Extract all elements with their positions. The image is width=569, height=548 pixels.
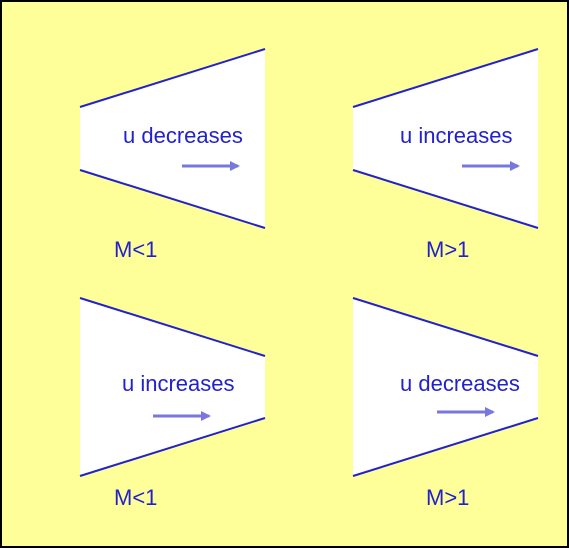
- duct-wall-top: [79, 48, 266, 108]
- velocity-caption: u decreases: [400, 371, 520, 396]
- mach-label: M>1: [426, 237, 469, 262]
- duct-wall-top: [352, 48, 539, 108]
- duct-wall-top: [79, 297, 266, 357]
- duct-wall-bottom: [352, 169, 539, 229]
- mach-label: M>1: [426, 485, 469, 510]
- duct-diverging-supersonic: [353, 49, 538, 228]
- velocity-caption: u decreases: [123, 123, 243, 148]
- duct-wall-bottom: [79, 417, 266, 477]
- panel-diverging-supersonic: u increases M>1: [352, 48, 539, 262]
- panel-diverging-subsonic: u decreases M<1: [79, 48, 266, 262]
- mach-label: M<1: [114, 485, 157, 510]
- velocity-caption: u increases: [122, 371, 235, 396]
- duct-wall-bottom: [352, 417, 539, 477]
- panel-converging-supersonic: u decreases M>1: [352, 297, 539, 510]
- mach-label: M<1: [114, 237, 157, 262]
- velocity-caption: u increases: [400, 123, 513, 148]
- duct-wall-top: [352, 297, 539, 357]
- panel-converging-subsonic: u increases M<1: [79, 297, 266, 510]
- duct-diverging-subsonic: [80, 49, 265, 228]
- duct-wall-bottom: [79, 169, 266, 229]
